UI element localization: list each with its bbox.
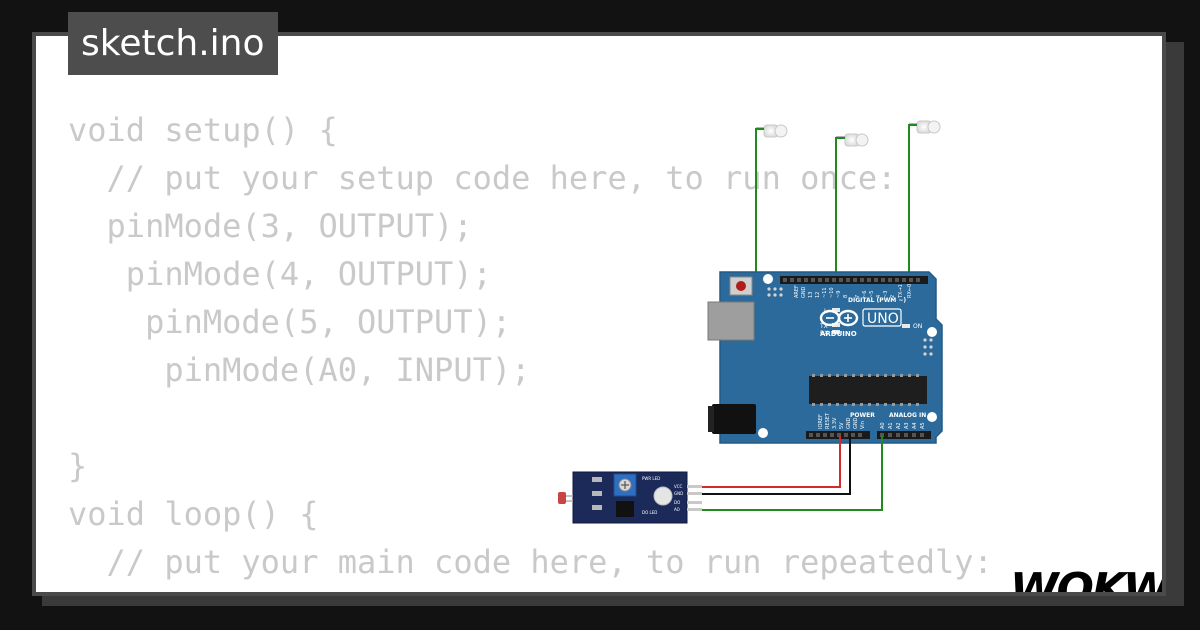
code-line: // put your setup code here, to run once… <box>68 159 897 197</box>
board-model: UNO <box>867 311 899 327</box>
rx-label: RX <box>820 330 828 337</box>
sensor-pwr-label: PWR LED <box>642 476 660 481</box>
power-pin-label: Vin <box>860 421 866 429</box>
arduino-uno-board[interactable]: AREF GND 13 12 ~11 ~10 ~9 8 7 ~6 ~5 4 ~3… <box>707 271 943 444</box>
power-pin-label: RESET <box>825 412 831 429</box>
code-line: pinMode(3, OUTPUT); <box>68 207 473 245</box>
code-line: pinMode(4, OUTPUT); <box>68 255 492 293</box>
code-line: pinMode(5, OUTPUT); <box>68 303 512 341</box>
on-label: ON <box>913 323 922 330</box>
pin-label: ~9 <box>836 291 842 298</box>
pin-label: ~10 <box>829 287 835 298</box>
arduino-logo-icon <box>819 309 859 327</box>
sensor-do-label: DO LED <box>642 510 657 515</box>
pin-label: RX←0 <box>907 284 913 298</box>
analog-pin-label: A2 <box>896 422 902 429</box>
file-tab[interactable]: sketch.ino <box>68 12 279 75</box>
led-1[interactable] <box>756 124 788 138</box>
aref-label: AREF <box>794 285 800 298</box>
board-brand: ARDUINO <box>820 330 857 338</box>
sensor-pin-vcc: VCC <box>674 484 683 489</box>
led-3[interactable] <box>909 120 941 134</box>
pin-label: 7 <box>855 295 861 298</box>
wokwi-logo-icon: WOKWi <box>1010 564 1166 596</box>
code-preview: void setup() { // put your setup code he… <box>68 106 993 592</box>
pin-label: ~5 <box>869 291 875 298</box>
sensor-pin-do: DO <box>674 500 680 505</box>
analog-label: ANALOG IN <box>889 412 926 419</box>
pin-label: TX→1 <box>898 284 904 299</box>
led-2[interactable] <box>836 133 869 147</box>
gnd-label: GND <box>801 286 807 298</box>
analog-pin-label: A0 <box>880 422 886 429</box>
code-line: pinMode(A0, INPUT); <box>68 351 531 389</box>
power-pin-label: GND <box>846 417 852 429</box>
pin-label: ~6 <box>862 291 868 298</box>
led-wires <box>755 124 917 282</box>
pin-label: ~3 <box>883 291 889 298</box>
pin-label: 2 <box>890 295 896 298</box>
light-sensor-module[interactable]: VCC GND DO AO PWR LED DO LED <box>558 471 702 524</box>
pin-label: 8 <box>843 295 849 298</box>
analog-pin-label: A3 <box>904 422 910 429</box>
pin-label: 12 <box>815 292 821 298</box>
pin-label: ~11 <box>822 287 828 298</box>
power-pin-label: 3.3V <box>832 417 838 429</box>
code-line: void loop() { <box>68 495 319 533</box>
power-pin-label: GND <box>853 417 859 429</box>
pin-label: 4 <box>876 295 882 298</box>
power-label: POWER <box>850 412 875 419</box>
code-line: void setup() { <box>68 111 338 149</box>
digital-label: DIGITAL (PWM ~) <box>848 297 906 304</box>
power-pin-label: IOREF <box>818 414 824 429</box>
wokwi-logo-text: WOKWi <box>1010 564 1166 596</box>
sensor-pin-ao: AO <box>674 507 680 512</box>
sensor-pin-gnd: GND <box>674 491 683 496</box>
analog-pin-label: A4 <box>912 422 918 429</box>
preview-card: void setup() { // put your setup code he… <box>32 32 1166 596</box>
pin-label: 13 <box>808 292 814 298</box>
code-line: // put your main code here, to run repea… <box>68 543 993 581</box>
code-line: } <box>68 447 88 485</box>
analog-pin-label: A1 <box>888 422 894 429</box>
circuit-diagram: AREF GND 13 12 ~11 ~10 ~9 8 7 ~6 ~5 4 ~3… <box>558 120 943 524</box>
sensor-wires <box>702 436 883 511</box>
analog-pin-label: A5 <box>920 422 926 429</box>
code-line: if(analogRead(A0)<500) <box>68 586 993 592</box>
tx-label: TX <box>819 323 828 330</box>
power-pin-label: 5V <box>839 422 845 429</box>
